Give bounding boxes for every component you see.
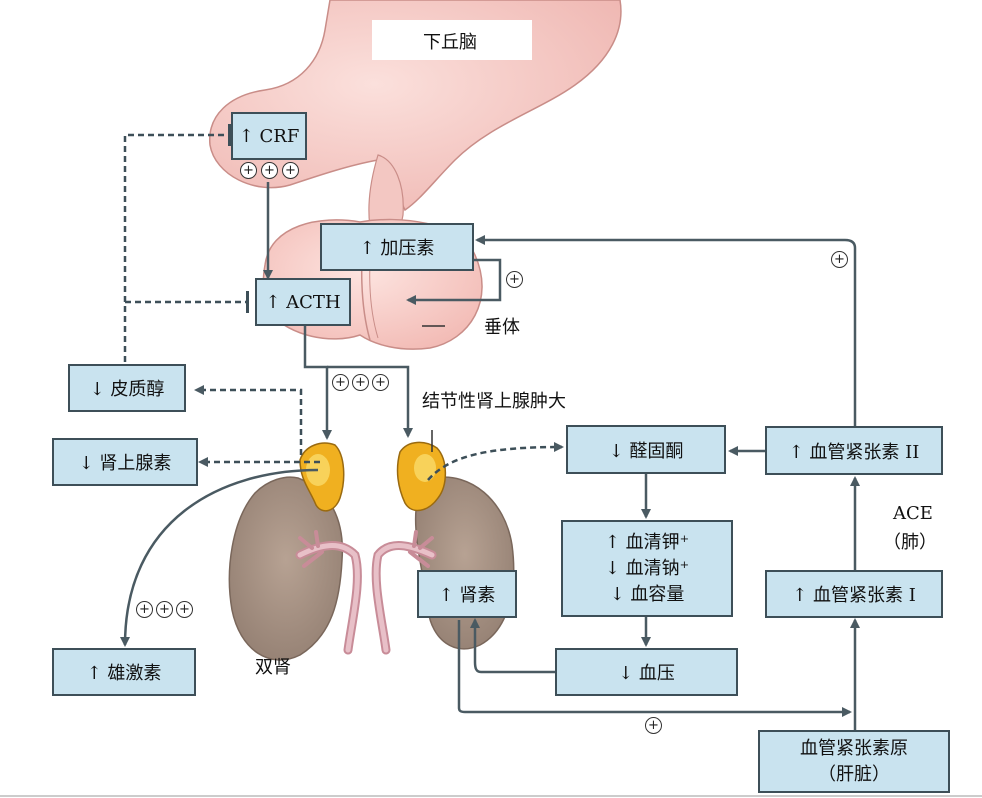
plus-sign: + <box>372 374 389 391</box>
plus-sign: + <box>282 162 299 179</box>
plus-sign: + <box>136 601 153 618</box>
hypothalamus-label: 下丘脑 <box>423 32 477 53</box>
sodium-line: ↓ 血清钠⁺ <box>604 557 690 579</box>
androgen-box: ↑ 雄激素 <box>52 648 196 696</box>
acth-to-right-adrenal-arrow <box>327 365 413 438</box>
ang2-to-vasopressin-arrow <box>475 235 857 426</box>
vasopressin-to-pituitary-arrow <box>406 258 502 305</box>
bp-box: ↓ 血压 <box>555 648 738 696</box>
angiotensinogen-box: 血管紧张素原 （肝脏） <box>758 730 950 793</box>
hypothalamus-label-bg <box>372 20 532 60</box>
plus-sign: + <box>831 251 848 268</box>
lung-label: （肺） <box>883 532 937 553</box>
renin-to-ang1-line <box>457 620 852 717</box>
pituitary-label: 垂体 <box>484 317 520 338</box>
crf-box: ↑ CRF <box>231 112 307 160</box>
acth-box: ↑ ACTH <box>255 278 351 326</box>
kidneys-label: 双肾 <box>255 657 291 678</box>
bp-to-renin-arrow <box>470 618 555 674</box>
epinephrine-box: ↓ 肾上腺素 <box>52 438 198 486</box>
angiotensinogen-line: 血管紧张素原 <box>800 737 908 759</box>
ang1-box: ↑ 血管紧张素 I <box>765 570 943 618</box>
nodular-hyperplasia-label: 结节性肾上腺肿大 <box>422 391 566 412</box>
cortisol-box: ↓ 皮质醇 <box>68 364 186 412</box>
vasopressin-box: ↑ 加压素 <box>320 223 474 271</box>
plus-sign: + <box>176 601 193 618</box>
volume-line: ↓ 血容量 <box>609 583 685 605</box>
adrenal-to-aldosterone-arrow <box>427 442 564 481</box>
cortisol-feedback-crf <box>123 124 231 362</box>
plus-sign: + <box>261 162 278 179</box>
plus-sign: + <box>332 374 349 391</box>
ang2-box: ↑ 血管紧张素 II <box>765 426 943 475</box>
plus-sign: + <box>352 374 369 391</box>
plus-sign: + <box>240 162 257 179</box>
electrolytes-box: ↑ 血清钾⁺ ↓ 血清钠⁺ ↓ 血容量 <box>561 520 733 617</box>
adrenal-to-androgen-arrow <box>120 468 319 647</box>
liver-line: （肝脏） <box>818 763 890 785</box>
potassium-line: ↑ 血清钾⁺ <box>604 531 690 553</box>
plus-sign: + <box>156 601 173 618</box>
acth-to-left-adrenal-arrow <box>303 326 332 440</box>
plus-sign: + <box>645 717 662 734</box>
aldosterone-box: ↓ 醛固酮 <box>566 425 726 474</box>
adrenal-to-cortisol-arrow <box>194 385 303 455</box>
renin-box: ↑ 肾素 <box>417 570 517 618</box>
ace-label: ACE <box>893 503 933 524</box>
plus-sign: + <box>506 271 523 288</box>
